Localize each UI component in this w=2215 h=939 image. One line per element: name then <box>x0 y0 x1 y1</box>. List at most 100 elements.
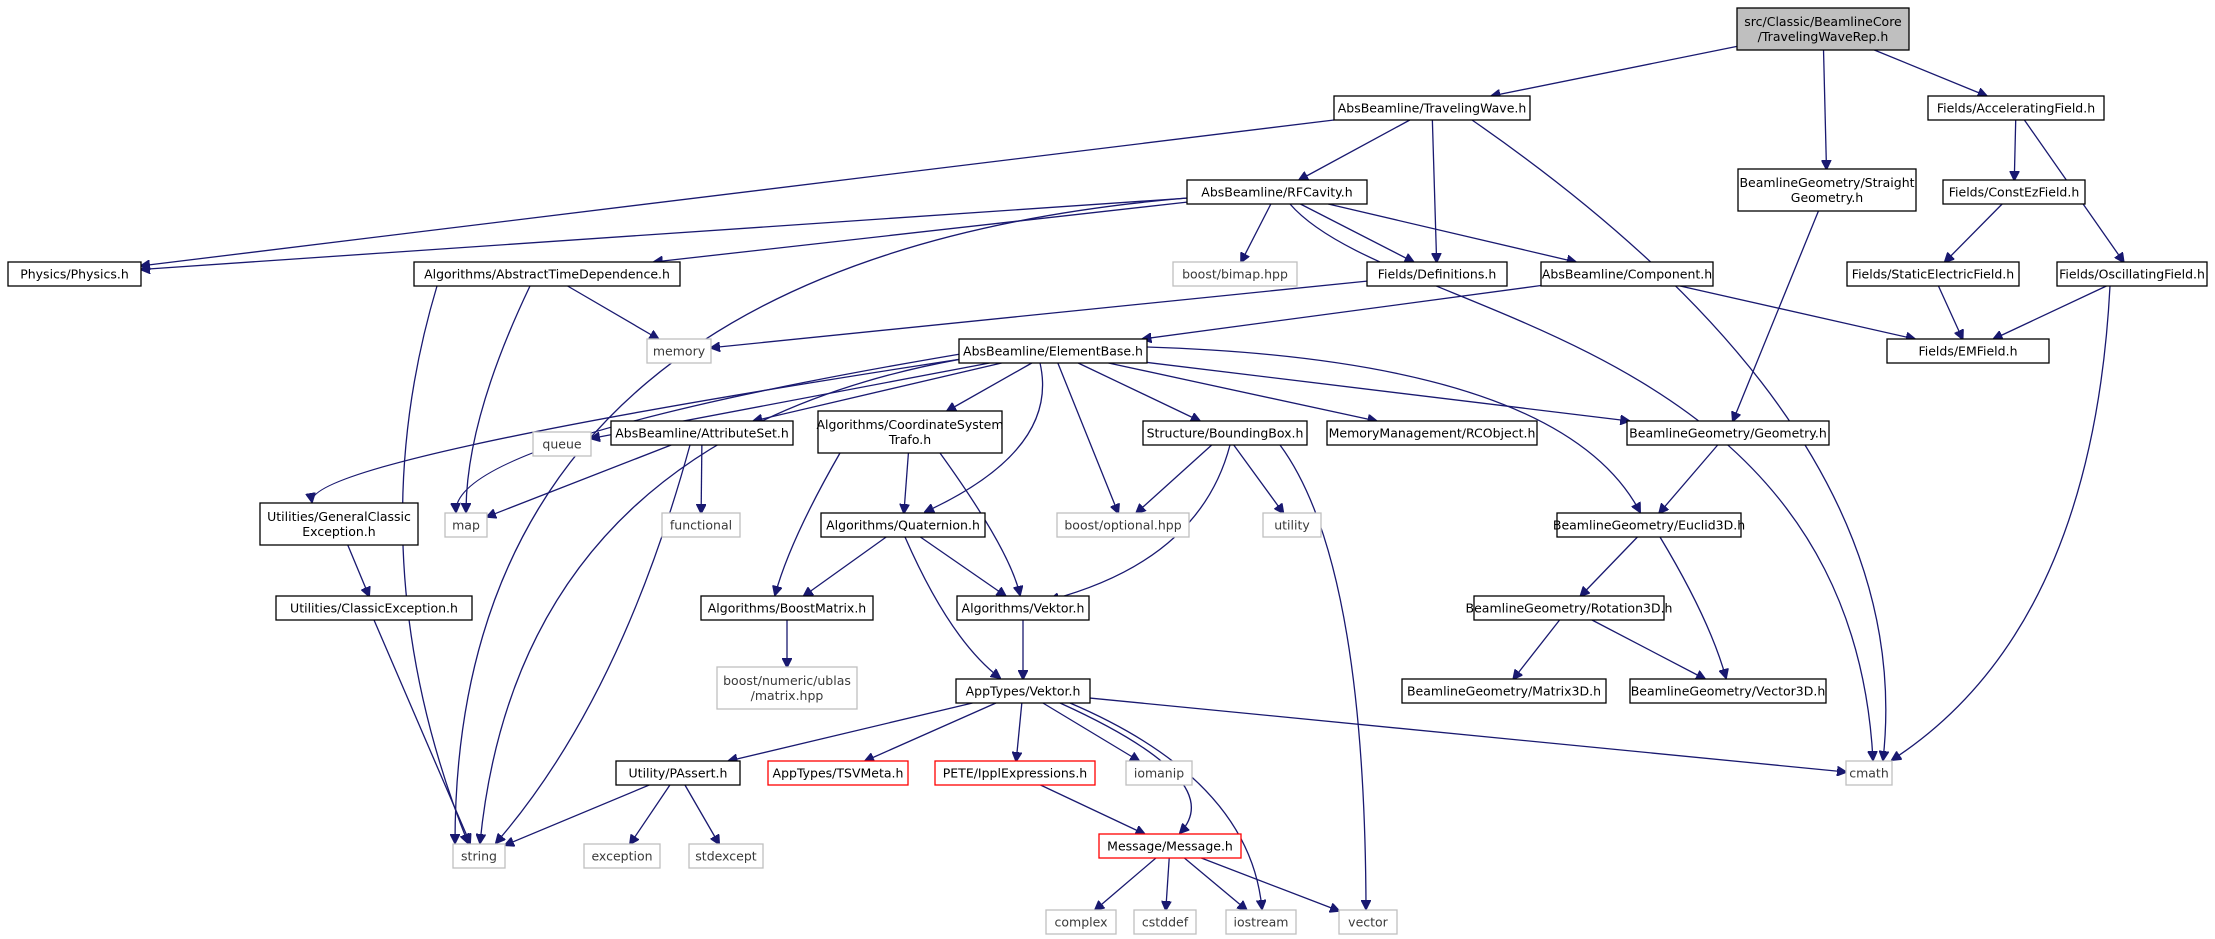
node-box <box>716 666 858 710</box>
node-root[interactable]: src/Classic/BeamlineCore/TravelingWaveRe… <box>1736 7 1910 51</box>
node-cez[interactable]: Fields/ConstEzField.h <box>1942 179 2086 205</box>
edge-bb-to-vek <box>1050 444 1231 600</box>
node-pa[interactable]: Utility/PAssert.h <box>615 760 741 786</box>
node-m3d[interactable]: BeamlineGeometry/Matrix3D.h <box>1401 678 1607 704</box>
node-iostream[interactable]: iostream <box>1225 909 1297 935</box>
node-box <box>958 338 1148 364</box>
node-label: string <box>461 849 497 864</box>
edge-msg-to-complex <box>1095 857 1157 910</box>
node-label: BeamlineGeometry/Rotation3D.h <box>1466 601 1673 616</box>
node-box <box>1186 179 1368 205</box>
node-atd[interactable]: Algorithms/AbstractTimeDependence.h <box>413 261 681 287</box>
node-stdexc[interactable]: stdexcept <box>688 843 764 869</box>
edge-sg-to-geo <box>1733 210 1820 421</box>
node-bb[interactable]: Structure/BoundingBox.h <box>1142 420 1308 446</box>
node-exc[interactable]: exception <box>583 843 661 869</box>
node-label: src/Classic/BeamlineCore <box>1744 14 1902 29</box>
node-label: Algorithms/Vektor.h <box>962 601 1085 616</box>
node-func[interactable]: functional <box>661 512 741 538</box>
node-label: queue <box>542 437 581 452</box>
edge-eb-to-bopt <box>1057 362 1118 513</box>
edge-eb-to-e3d <box>1146 346 1640 512</box>
node-label: Structure/BoundingBox.h <box>1147 426 1304 441</box>
node-label: Algorithms/Quaternion.h <box>826 518 980 533</box>
node-complex[interactable]: complex <box>1045 909 1117 935</box>
node-util[interactable]: utility <box>1262 512 1322 538</box>
edge-r3d-to-v3d <box>1591 619 1705 679</box>
node-ublas[interactable]: boost/numeric/ublas/matrix.hpp <box>716 666 858 710</box>
node-cmath[interactable]: cmath <box>1845 760 1893 786</box>
node-bimap[interactable]: boost/bimap.hpp <box>1172 261 1298 287</box>
node-bopt[interactable]: boost/optional.hpp <box>1056 512 1190 538</box>
edge-rf-to-comp <box>1328 203 1576 262</box>
edge-rf-to-bimap <box>1241 203 1272 262</box>
node-e3d[interactable]: BeamlineGeometry/Euclid3D.h <box>1553 512 1745 538</box>
node-string[interactable]: string <box>452 843 506 869</box>
node-box <box>1366 261 1508 287</box>
node-bm[interactable]: Algorithms/BoostMatrix.h <box>700 595 874 621</box>
node-tsv[interactable]: AppTypes/TSVMeta.h <box>767 760 909 786</box>
node-geo[interactable]: BeamlineGeometry/Geometry.h <box>1626 420 1830 446</box>
edge-as-to-func <box>701 444 702 513</box>
node-rco[interactable]: MemoryManagement/RCObject.h <box>1326 420 1538 446</box>
node-v3d[interactable]: BeamlineGeometry/Vector3D.h <box>1629 678 1827 704</box>
node-r3d[interactable]: BeamlineGeometry/Rotation3D.h <box>1466 595 1673 621</box>
node-box <box>1942 179 2086 205</box>
node-label: AbsBeamline/TravelingWave.h <box>1338 101 1527 116</box>
edge-atv-to-iostream <box>1069 702 1262 909</box>
node-pete[interactable]: PETE/IpplExpressions.h <box>934 760 1096 786</box>
node-af[interactable]: Fields/AcceleratingField.h <box>1927 95 2105 121</box>
node-box <box>259 502 419 546</box>
edge-eb-to-geo <box>1146 361 1629 421</box>
node-vek[interactable]: Algorithms/Vektor.h <box>956 595 1090 621</box>
node-box <box>1401 678 1607 704</box>
node-osc[interactable]: Fields/OscillatingField.h <box>2056 261 2208 287</box>
node-as[interactable]: AbsBeamline/AttributeSet.h <box>610 420 794 446</box>
node-eb[interactable]: AbsBeamline/ElementBase.h <box>958 338 1148 364</box>
edge-osc-to-cmath <box>1892 285 2111 760</box>
node-box <box>661 512 741 538</box>
edge-bb-to-vector <box>1279 444 1366 909</box>
node-atv[interactable]: AppTypes/Vektor.h <box>955 678 1091 704</box>
node-memory[interactable]: memory <box>646 338 712 364</box>
node-ce[interactable]: Utilities/ClassicException.h <box>275 595 473 621</box>
edge-eb-to-bb <box>1077 362 1200 421</box>
node-box <box>1626 420 1830 446</box>
node-phys[interactable]: Physics/Physics.h <box>7 261 142 287</box>
node-box <box>1045 909 1117 935</box>
node-box <box>1473 595 1665 621</box>
node-defs[interactable]: Fields/Definitions.h <box>1366 261 1508 287</box>
node-box <box>1737 168 1917 212</box>
node-box <box>1133 909 1197 935</box>
node-box <box>1845 760 1893 786</box>
node-vector[interactable]: vector <box>1338 909 1398 935</box>
node-comp[interactable]: AbsBeamline/Component.h <box>1540 261 1714 287</box>
node-sef[interactable]: Fields/StaticElectricField.h <box>1846 261 2020 287</box>
node-label: AbsBeamline/Component.h <box>1542 267 1712 282</box>
node-box <box>1886 338 2050 364</box>
node-box <box>532 431 592 457</box>
node-label: MemoryManagement/RCObject.h <box>1329 426 1536 441</box>
node-emf[interactable]: Fields/EMField.h <box>1886 338 2050 364</box>
node-tw[interactable]: AbsBeamline/TravelingWave.h <box>1333 95 1531 121</box>
node-cstddef[interactable]: cstddef <box>1133 909 1197 935</box>
node-box <box>444 512 488 538</box>
node-quat[interactable]: Algorithms/Quaternion.h <box>820 512 986 538</box>
edge-rf-to-cmath <box>1289 203 1873 760</box>
node-iomanip[interactable]: iomanip <box>1125 760 1193 786</box>
edge-atd-to-map <box>466 285 531 512</box>
node-label: BeamlineGeometry/Straight <box>1739 175 1914 190</box>
edge-msg-to-cstddef <box>1166 857 1169 910</box>
edge-pa-to-exc <box>630 784 671 844</box>
node-label: AbsBeamline/ElementBase.h <box>963 344 1143 359</box>
node-box <box>1333 95 1531 121</box>
node-queue[interactable]: queue <box>532 431 592 457</box>
node-map[interactable]: map <box>444 512 488 538</box>
node-rf[interactable]: AbsBeamline/RFCavity.h <box>1186 179 1368 205</box>
edge-tw-to-defs <box>1432 119 1436 262</box>
node-label: Fields/StaticElectricField.h <box>1852 267 2014 282</box>
node-msg[interactable]: Message/Message.h <box>1098 833 1242 859</box>
